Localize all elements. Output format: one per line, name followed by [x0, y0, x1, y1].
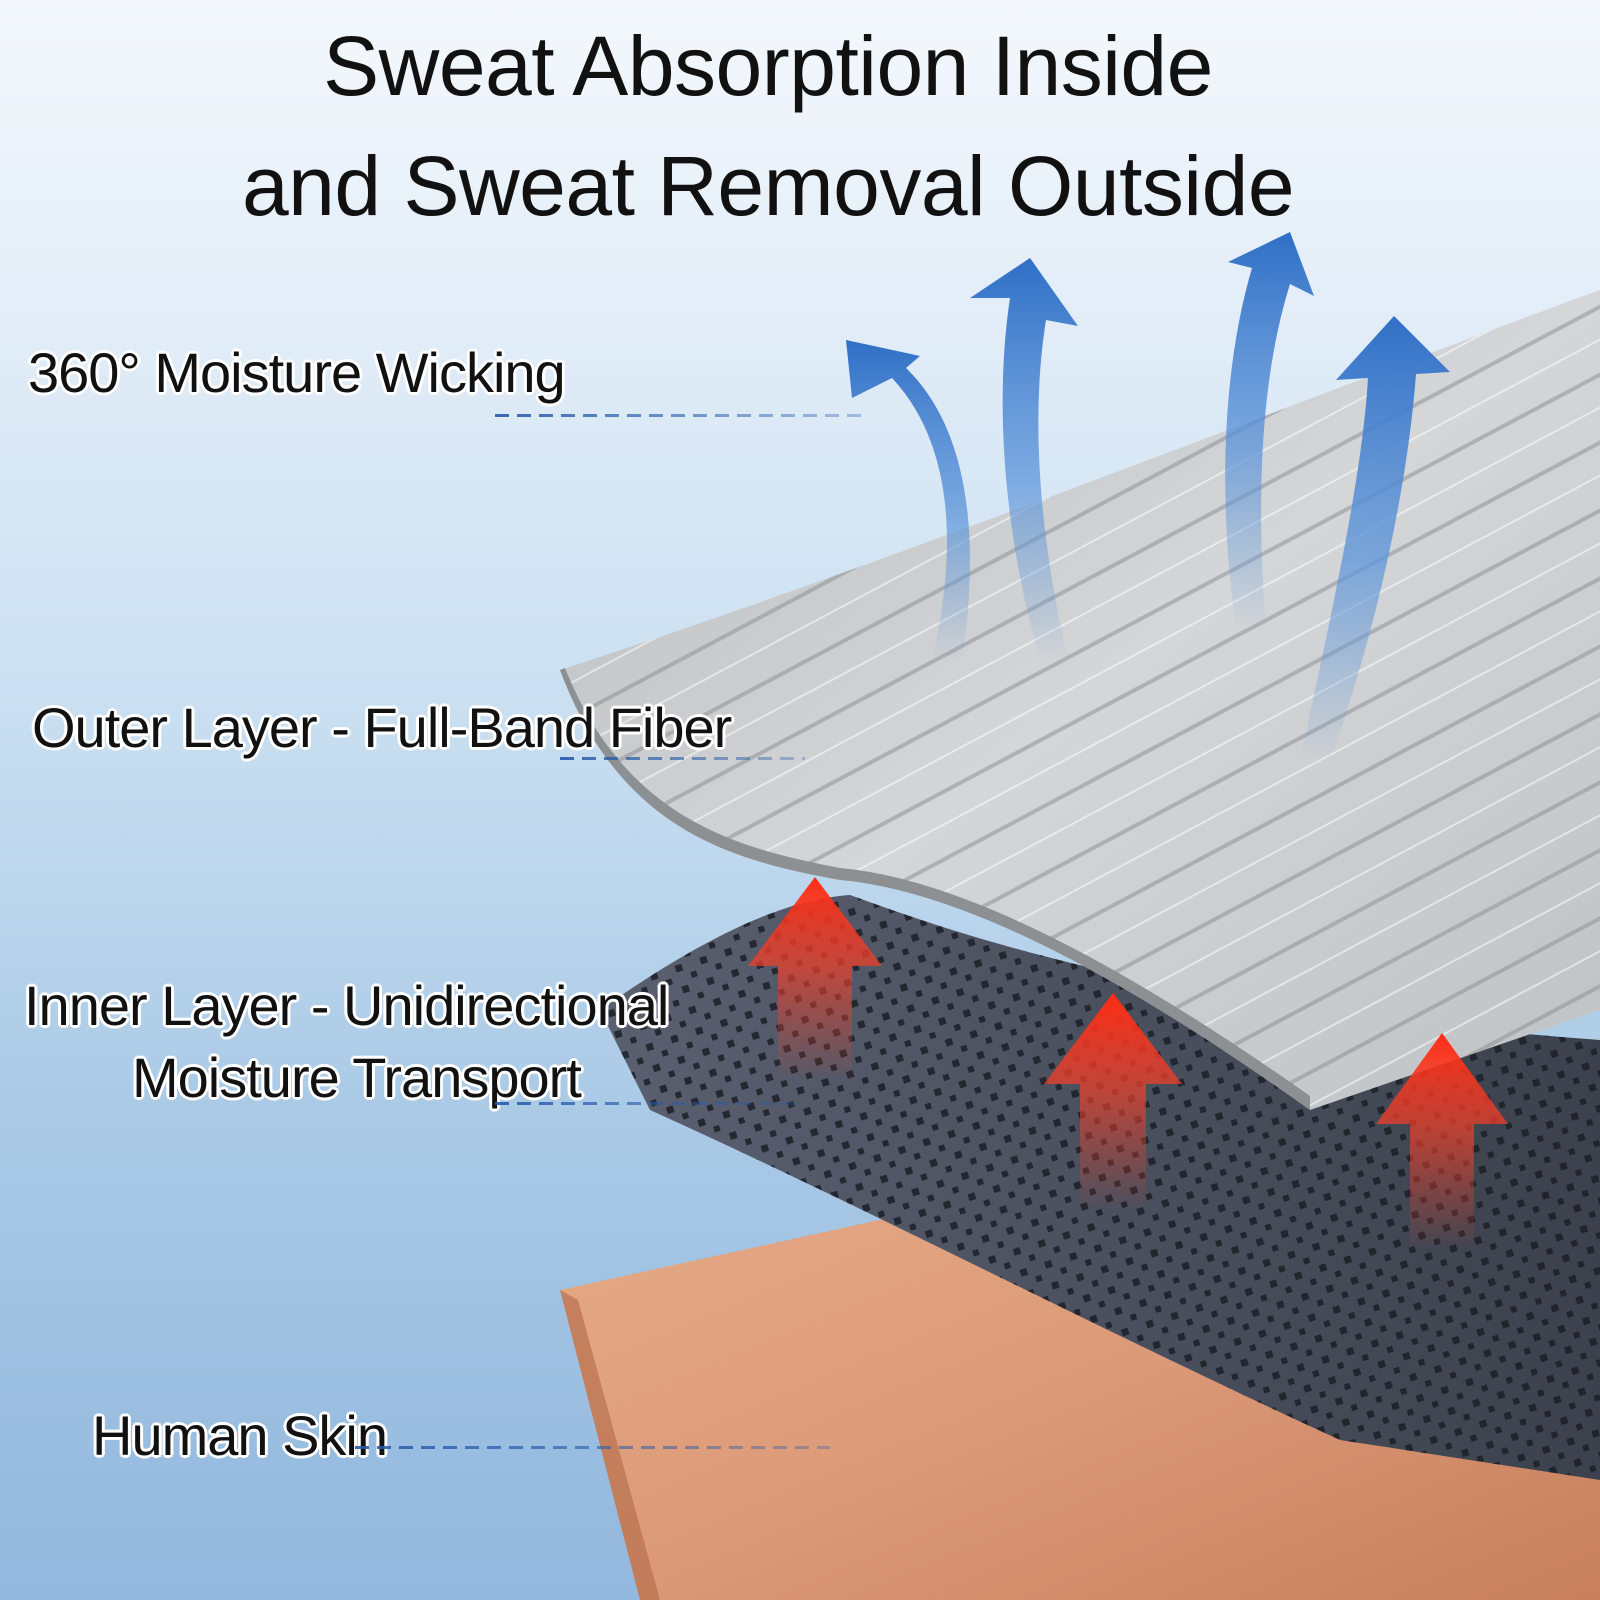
wicking-label: 360° Moisture Wicking [28, 341, 566, 404]
outer-layer-leader [560, 757, 805, 760]
title-line-2: and Sweat Removal Outside [241, 139, 1295, 233]
blue-arrow-4 [1300, 316, 1450, 760]
inner-layer-label-line-1: Inner Layer - Unidirectional [24, 974, 669, 1037]
inner-layer-leader [495, 1102, 795, 1105]
skin-leader [355, 1446, 830, 1449]
red-arrow-1 [748, 877, 882, 1080]
skin-edge [560, 1290, 660, 1600]
outer-layer-label: Outer Layer - Full-Band Fiber [32, 696, 732, 759]
outer-layer-edge [560, 668, 1310, 1110]
red-arrow-3 [1376, 1033, 1508, 1250]
inner-layer-label-line-2: Moisture Transport [132, 1046, 582, 1109]
blue-arrow-2 [970, 258, 1078, 660]
red-arrow-2 [1044, 993, 1182, 1210]
blue-arrow-3 [1225, 232, 1314, 630]
blue-arrow-1 [846, 340, 970, 660]
skin-label: Human Skin [92, 1404, 388, 1467]
title-line-1: Sweat Absorption Inside [323, 19, 1213, 113]
wicking-leader [495, 414, 865, 417]
